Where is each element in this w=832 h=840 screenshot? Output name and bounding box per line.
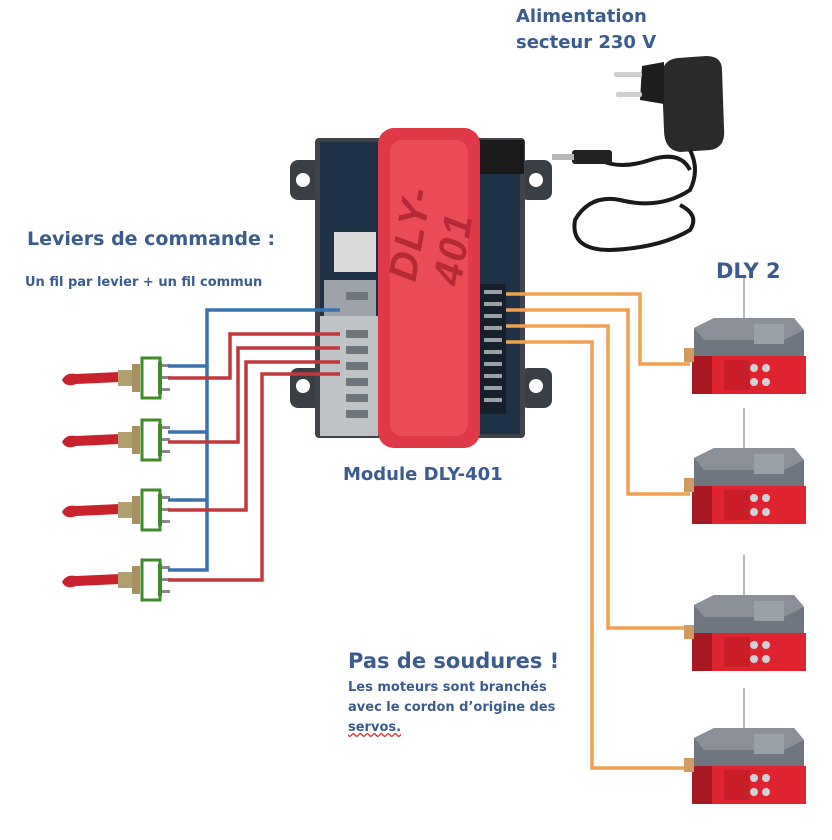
motors-note-line3: servos. — [348, 718, 588, 738]
servo-motor-4 — [683, 687, 807, 805]
toggle-switch-4 — [60, 558, 172, 602]
servo-wires — [506, 292, 690, 770]
dly2-label: DLY 2 — [716, 259, 781, 283]
power-supply-line1: Alimentation — [516, 6, 647, 27]
power-adapter-icon — [552, 56, 725, 253]
motors-note: Les moteurs sont branchés avec le cordon… — [348, 678, 588, 738]
no-soldering-title: Pas de soudures ! — [348, 649, 560, 673]
toggle-switch-3 — [60, 488, 172, 532]
toggle-switch-1 — [60, 356, 172, 400]
motors-note-line2: avec le cordon d’origine des — [348, 700, 556, 715]
servo-motor-3 — [683, 554, 807, 672]
lever-wires — [168, 332, 340, 582]
toggle-switch-2 — [60, 418, 172, 462]
module-label: Module DLY-401 — [343, 464, 503, 485]
circuit-board-icon — [290, 128, 552, 448]
servo-motor-1 — [683, 277, 807, 395]
levers-title: Leviers de commande : — [27, 228, 276, 250]
power-supply-line2: secteur 230 V — [516, 32, 657, 53]
servo-motor-2 — [683, 407, 807, 525]
common-wire — [168, 308, 340, 572]
motors-note-line1: Les moteurs sont branchés — [348, 680, 547, 695]
motors-note-line3-text: servos. — [348, 720, 402, 735]
power-supply-label: Alimentation secteur 230 V — [516, 4, 656, 56]
levers-subtitle: Un fil par levier + un fil commun — [25, 275, 263, 290]
board-label: DLY-401 — [380, 182, 482, 289]
